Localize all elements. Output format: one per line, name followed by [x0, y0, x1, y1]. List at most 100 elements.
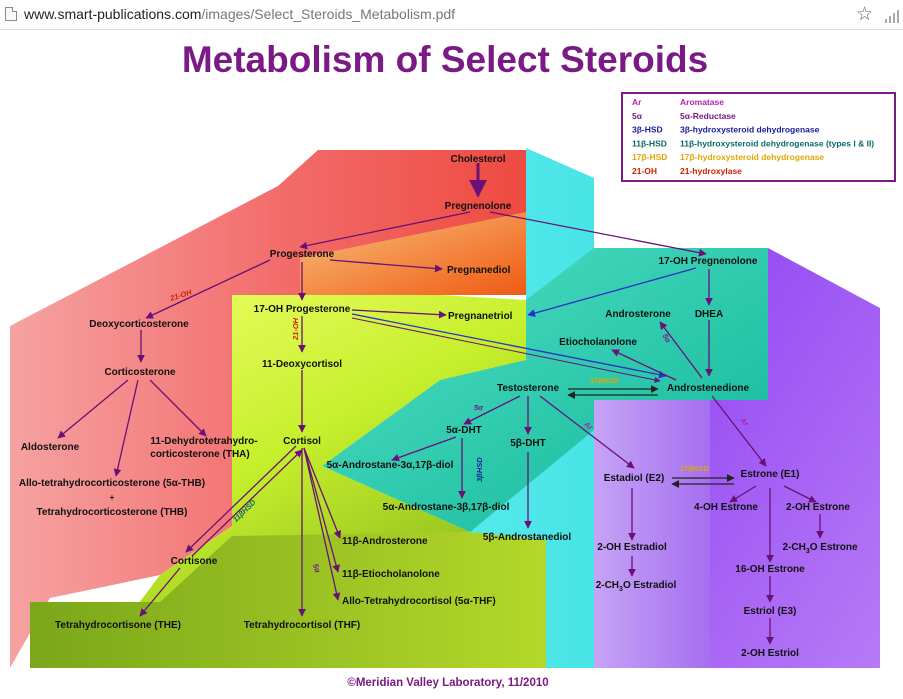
arrow-cortisol-thf-allo [303, 447, 341, 601]
node-4oh-estrone: 4-OH Estrone [694, 502, 758, 513]
arrow-corticosterone-tha [149, 379, 207, 437]
node-androstane-3b: 5α-Androstane-3β,17β-diol [383, 502, 510, 513]
url-host: www.smart-publications.com [24, 6, 202, 22]
arrow-testosterone-estradiol [539, 395, 635, 469]
node-11b-androsterone: 11β-Androsterone [342, 536, 428, 547]
node-estradiol: Estadiol (E2) [604, 473, 665, 484]
legend-name: 3β-hydroxysteroid dehydrogenase [680, 125, 820, 135]
legend-name: Aromatase [680, 97, 724, 107]
enzyme-label-5a-thf: 5α [311, 563, 323, 575]
node-cholesterol: Cholesterol [450, 154, 505, 165]
legend-abbr: Ar [632, 97, 642, 107]
node-2oh-estriol: 2-OH Estriol [741, 648, 799, 659]
legend-abbr: 21-OH [632, 166, 657, 176]
node-thb-line1: Allo-tetrahydrocorticosterone (5α-THB) [19, 478, 205, 489]
arrow-cortisone-the [139, 567, 181, 617]
arrow-cortisol-11b-etiocholanolone [303, 447, 340, 573]
legend-abbr: 3β-HSD [632, 125, 663, 135]
node-thb-plus: + [110, 493, 115, 502]
bookmark-star-icon[interactable]: ☆ [856, 4, 874, 25]
arrow-pregnenolone-17oh-pregnenolone [489, 211, 707, 257]
legend-name: 5α-Reductase [680, 111, 736, 121]
enzyme-label-21oh-b: 21-OH [291, 317, 300, 341]
legend: Ar Aromatase 5α 5α-Reductase 3β-HSD 3β-hydrox… [632, 97, 874, 176]
node-estriol: Estriol (E3) [744, 606, 797, 617]
node-11-deoxycortisol: 11-Deoxycortisol [262, 359, 342, 370]
legend-abbr: 5α [632, 111, 643, 121]
arrow-17oh-progesterone-pregnanetriol [351, 309, 447, 319]
node-ch3o-estrone: 2-CH3O Estrone [782, 542, 857, 555]
arrow-testosterone-dht [463, 395, 521, 425]
node-testosterone: Testosterone [497, 383, 559, 394]
node-androstane-3a: 5α-Androstane-3α,17β-diol [327, 460, 454, 471]
node-tha-line2: corticosterone (THA) [150, 449, 249, 460]
arrow-cortisone-cortisol [191, 449, 303, 557]
legend-box [621, 92, 896, 182]
node-17oh-progesterone: 17-OH Progesterone [254, 304, 351, 315]
compound-labels: Cholesterol Pregnenolone Progesterone Pr… [19, 154, 858, 659]
enzyme-label-5a-dht: 5α [474, 403, 483, 412]
legend-name: 11β-hydroxysteroid dehydrogenase (types … [680, 138, 874, 148]
arrow-androstenedione-etiocholanolone [611, 349, 677, 381]
node-tha-line1: 11-Dehydrotetrahydro- [150, 436, 257, 447]
node-16oh-estrone: 16-OH Estrone [735, 564, 805, 575]
node-allo-thf: Allo-Tetrahydrocortisol (5α-THF) [342, 596, 496, 607]
node-5b-androstanediol: 5β-Androstanediol [483, 532, 572, 543]
node-thb-line2: Tetrahydrocorticosterone (THB) [37, 507, 188, 518]
node-2oh-estradiol: 2-OH Estradiol [597, 542, 667, 553]
region-teal [322, 248, 768, 532]
node-11b-etiocholanolone: 11β-Etiocholanolone [342, 569, 440, 580]
node-pregnenolone: Pregnenolone [445, 201, 512, 212]
node-estrone: Estrone (E1) [741, 469, 800, 480]
node-thf: Tetrahydrocortisol (THF) [244, 620, 360, 631]
url-path: /images/Select_Steroids_Metabolism.pdf [201, 6, 456, 22]
enzyme-label-3bhsd: 3βHSD [475, 457, 484, 482]
node-cortisol: Cortisol [283, 436, 321, 447]
arrow-17oh-pregnenolone-pregnanetriol [527, 267, 697, 317]
arrow-progesterone-pregnanediol [329, 259, 443, 273]
arrow-progesterone-deoxycorticosterone [145, 259, 271, 319]
enzyme-label-5a-androsterone: 5α [661, 332, 673, 344]
arrow-corticosterone-thb [113, 379, 139, 477]
arrow-androstenedione-estrone [711, 395, 767, 467]
node-deoxycorticosterone: Deoxycorticosterone [89, 319, 189, 330]
node-cortisone: Cortisone [171, 556, 218, 567]
arrow-pregnenolone-progesterone [299, 211, 471, 250]
node-5a-dht: 5α-DHT [446, 425, 482, 436]
page-title: Metabolism of Select Steroids [182, 39, 708, 80]
region-olive [30, 532, 546, 668]
region-purple [594, 400, 710, 668]
enzyme-label-17bhsd-top: 17βHSD [590, 376, 619, 385]
node-pregnanetriol: Pregnanetriol [448, 311, 513, 322]
steroid-metabolism-diagram: Metabolism of Select Steroids Ar Aromatas… [10, 39, 896, 689]
node-5b-dht: 5β-DHT [510, 438, 546, 449]
arrow-17oh-progesterone-androstenedione-2 [351, 317, 661, 383]
node-corticosterone: Corticosterone [104, 367, 176, 378]
region-orange [300, 212, 526, 295]
arrow-corticosterone-aldosterone [57, 379, 129, 439]
legend-abbr: 11β-HSD [632, 138, 667, 148]
arrow-17oh-progesterone-androstenedione [351, 313, 667, 379]
arrow-estrone-4oh-estrone [729, 485, 757, 503]
node-etiocholanolone: Etiocholanolone [559, 337, 637, 348]
browser-address-bar: www.smart-publications.com/images/Select… [0, 0, 903, 30]
arrow-estrone-2oh-estrone [783, 485, 817, 503]
arrow-cortisol-cortisone [185, 445, 297, 553]
url-field[interactable]: www.smart-publications.com/images/Select… [24, 6, 455, 22]
node-17oh-pregnenolone: 17-OH Pregnenolone [659, 256, 758, 267]
node-pregnanediol: Pregnanediol [447, 265, 511, 276]
node-aldosterone: Aldosterone [21, 442, 80, 453]
legend-name: 17β-hydroxysteroid dehydrogenase [680, 152, 824, 162]
arrow-dht-androstane-3a [391, 436, 457, 462]
page-icon [5, 7, 17, 21]
arrow-cortisol-11b-androsterone [303, 447, 342, 539]
copyright-footer: ©Meridian Valley Laboratory, 11/2010 [347, 677, 548, 689]
node-2oh-estrone: 2-OH Estrone [786, 502, 850, 513]
enzyme-label-17bhsd-bottom: 17βHSD [680, 464, 709, 473]
legend-name: 21-hydroxylase [680, 166, 742, 176]
legend-abbr: 17β-HSD [632, 152, 667, 162]
signal-bars-icon [885, 9, 899, 23]
node-androsterone: Androsterone [605, 309, 671, 320]
node-progesterone: Progesterone [270, 249, 335, 260]
arrow-androstenedione-androsterone [659, 321, 703, 379]
